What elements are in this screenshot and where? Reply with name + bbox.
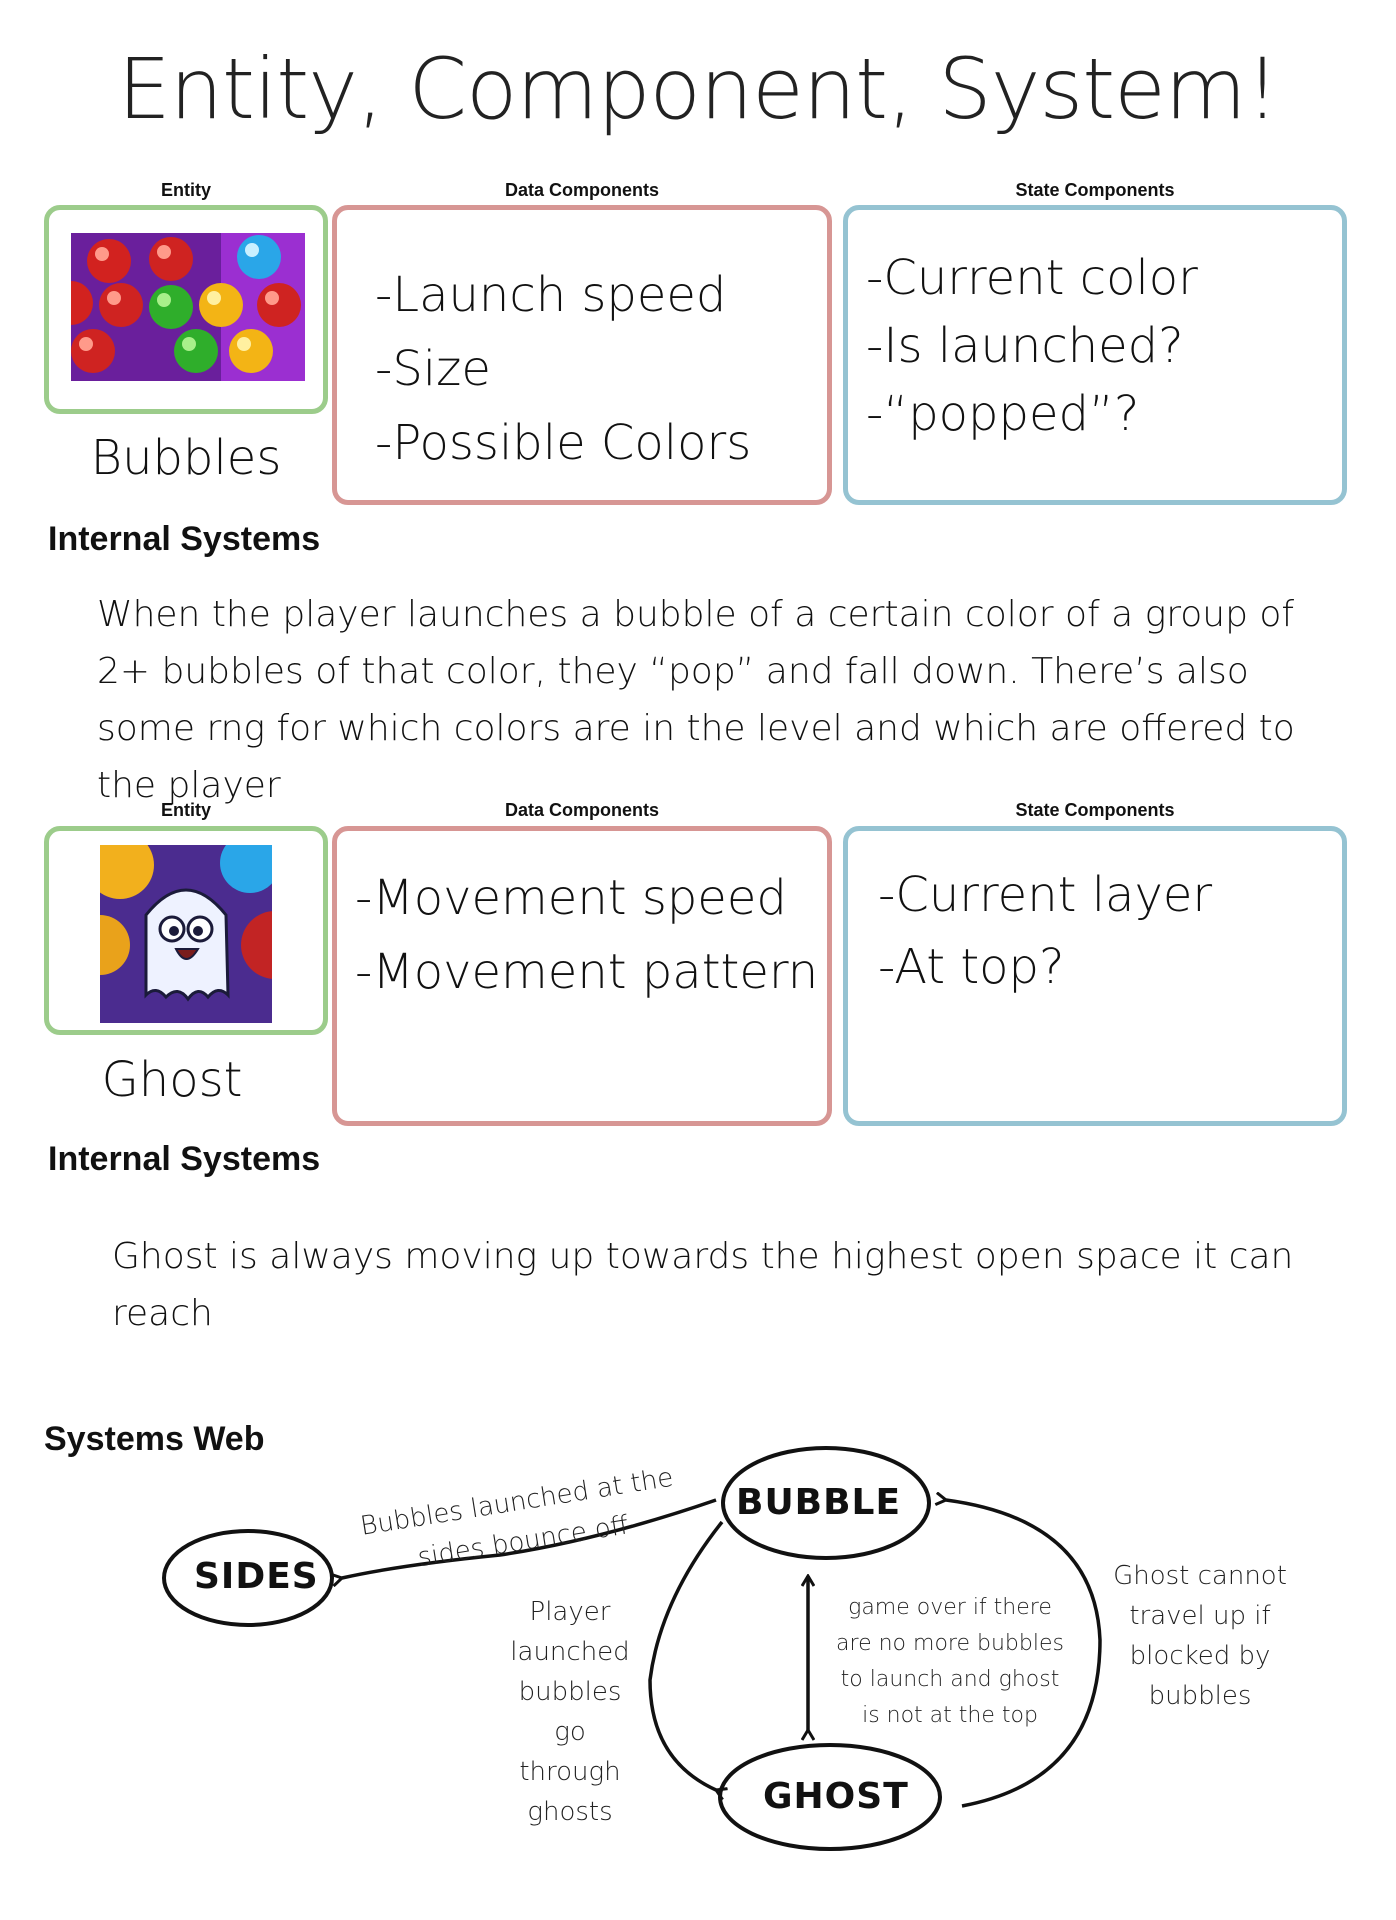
bubbles-data-components-box: -Launch speed -Size -Possible Colors [332,205,832,505]
bubble-to-sides-label: Bubbles launched at the sides bounce off [356,1457,685,1586]
page-title: Entity, Component, System! [117,40,1280,138]
data-components-column-label: Data Components [504,800,659,820]
ghost-illustration [100,845,272,1023]
systems-web-heading: Systems Web [44,1420,265,1458]
entity-column-label: Entity [160,800,211,820]
ghost-data-components-list: -Movement speed -Movement pattern [355,861,818,1009]
edge-label-line: to launch and ghost [840,1667,1060,1692]
ghost-state-components-list: -Current layer -At top? [878,859,1212,1003]
bubbles-data-components-list: -Launch speed -Size -Possible Colors [375,258,751,480]
edge-label-line: Player [529,1597,611,1627]
edge-label-line: ghosts [527,1797,613,1827]
bubbles-internal-systems-heading: Internal Systems [48,520,321,558]
edge-label-line: bubbles [518,1677,622,1707]
list-item: -Current color [866,250,1198,306]
ghost-blocked-label: Ghost cannot travel up if blocked by bub… [1110,1556,1290,1716]
ghost-state-components-box: -Current layer -At top? [843,826,1347,1126]
bubbles-image [71,233,305,381]
game-over-label: game over if there are no more bubbles t… [830,1590,1070,1734]
edge-label-line: go [554,1717,586,1747]
edge-label-line: Ghost cannot [1113,1561,1287,1591]
bubble-to-ghost-label: Player launched bubbles go through ghost… [500,1592,640,1832]
edge-label-line: bubbles [1148,1681,1252,1711]
ghost-entity-box [44,826,328,1035]
list-item: -At top? [878,939,1065,995]
bubbles-internal-systems-text: When the player launches a bubble of a c… [97,594,1295,806]
list-item: -“popped”? [866,386,1140,442]
edge-label-line: game over if there [848,1595,1052,1620]
bubbles-state-components-list: -Current color -Is launched? -“popped”? [866,244,1198,448]
edge-label-line: launched [510,1637,630,1667]
state-components-column-label: State Components [1015,180,1175,200]
ghost-internal-systems-heading: Internal Systems [48,1140,321,1178]
sides-node-label: SIDES [194,1556,319,1597]
ghost-internal-systems-text: Ghost is always moving up towards the hi… [112,1236,1294,1334]
bubble-node-label: BUBBLE [736,1482,902,1523]
edge-label-line: are no more bubbles [836,1631,1064,1656]
list-item: -Is launched? [866,318,1184,374]
data-components-column-label: Data Components [504,180,659,200]
list-item: -Movement pattern [355,944,819,1000]
list-item: -Launch speed [375,267,727,323]
list-item: -Movement speed [355,870,787,926]
ghost-data-components-box: -Movement speed -Movement pattern [332,826,832,1126]
state-components-column-label: State Components [1015,800,1175,820]
ghost-node-label: GHOST [763,1776,909,1817]
bubbles-entity-box [44,205,328,414]
edge-label-line: travel up if [1129,1601,1271,1631]
list-item: -Size [375,341,491,397]
list-item: -Possible Colors [375,415,752,471]
edge-label-line: blocked by [1129,1641,1271,1671]
bubbles-state-components-box: -Current color -Is launched? -“popped”? [843,205,1347,505]
ghost-image [100,845,272,1023]
edge-label-line: through [519,1757,621,1787]
bubbles-illustration [71,233,305,381]
entity-column-label: Entity [160,180,211,200]
edge-label-line: is not at the top [862,1703,1038,1728]
bubbles-entity-name: Bubbles [90,430,282,486]
edge-bubble-to-ghost [648,1520,722,1790]
list-item: -Current layer [878,867,1213,923]
ghost-entity-name: Ghost [101,1052,243,1108]
